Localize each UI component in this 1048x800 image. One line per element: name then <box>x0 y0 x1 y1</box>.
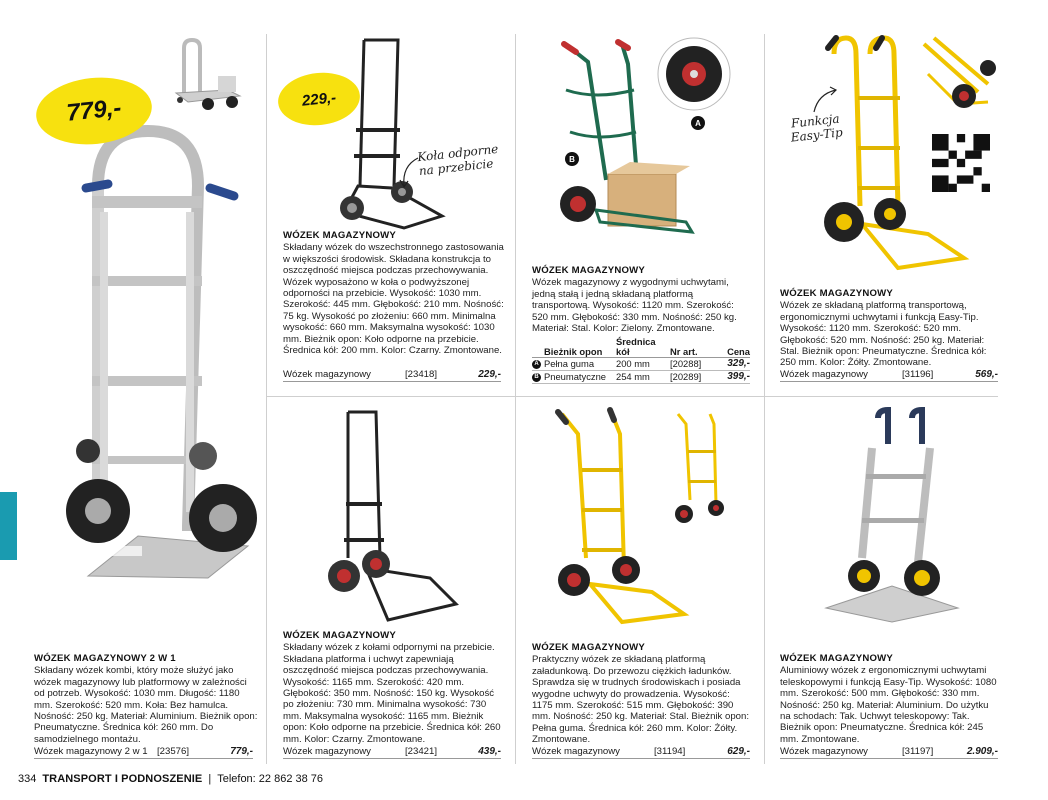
product-price: 229,- <box>478 369 501 380</box>
product-image-aluminium-trolley <box>824 406 960 623</box>
diameter-cell: 200 mm <box>616 357 670 372</box>
product-price: 779,- <box>230 746 253 757</box>
product-title: WÓZEK MAGAZYNOWY <box>532 265 645 276</box>
price-line[interactable]: Wózek magazynowy [31197] 2.909,- <box>780 746 998 759</box>
table-header: Bieżnik opon <box>544 337 616 359</box>
price-line[interactable]: Wózek magazynowy [23421] 439,- <box>283 746 501 759</box>
column-divider <box>266 34 267 764</box>
article-number: [20288] <box>670 357 720 372</box>
product-image-2in1-trolley <box>66 124 257 579</box>
product-description: Wózek ze składaną platformą transportową… <box>780 300 987 369</box>
article-number: [31197] <box>902 746 934 757</box>
price-line[interactable]: Wózek magazynowy [23418] 229,- <box>283 369 501 382</box>
wheel-variants-table: Bieżnik opon Średnica kół Nr art. Cena A… <box>532 337 750 385</box>
marker-b-icon: B <box>532 372 541 382</box>
product-description: Składany wózek kombi, który może służyć … <box>34 665 258 745</box>
marker-a-label: A <box>691 116 705 130</box>
table-header: Cena <box>720 337 750 359</box>
price-line-name: Wózek magazynowy <box>283 369 371 380</box>
price-line-name: Wózek magazynowy <box>780 369 868 380</box>
product-image-2in1-trolley-platform <box>174 37 242 110</box>
table-header: Średnica kół <box>616 337 670 359</box>
product-image-yellow-trolley-tipped <box>922 36 996 108</box>
product-title: WÓZEK MAGAZYNOWY <box>283 230 396 241</box>
price-line-name: Wózek magazynowy <box>283 746 371 757</box>
article-number: [23576] <box>157 746 190 757</box>
product-title: WÓZEK MAGAZYNOWY 2 W 1 <box>34 653 176 664</box>
product-image-black-foldable-trolley <box>340 38 446 230</box>
product-title: WÓZEK MAGAZYNOWY <box>532 642 645 653</box>
marker-a-icon: A <box>532 359 541 369</box>
product-card-2in1: WÓZEK MAGAZYNOWY 2 W 1 Składany wózek ko… <box>34 653 259 745</box>
product-price: 569,- <box>975 369 998 380</box>
tread-cell: Pełna guma <box>544 357 616 372</box>
product-title: WÓZEK MAGAZYNOWY <box>780 288 893 299</box>
page-footer: 334 TRANSPORT I PODNOSZENIE | Telefon: 2… <box>18 773 323 785</box>
price-line[interactable]: Wózek magazynowy 2 w 1 [23576] 779,- <box>34 746 253 759</box>
price-line[interactable]: Wózek magazynowy [31194] 629,- <box>532 746 750 759</box>
product-image-green-trolley <box>560 39 695 234</box>
product-card-green: WÓZEK MAGAZYNOWY Wózek magazynowy z wygo… <box>532 265 752 334</box>
row-divider <box>266 396 998 397</box>
price-line-name: Wózek magazynowy <box>532 746 620 757</box>
product-image-yellow-steel-trolley-small <box>675 413 724 523</box>
phone-number[interactable]: Telefon: 22 862 38 76 <box>217 773 324 785</box>
product-card-black-folding: WÓZEK MAGAZYNOWY Składany wózek z kołami… <box>283 630 503 745</box>
footer-separator: | <box>208 773 212 785</box>
article-number: [31194] <box>654 746 686 757</box>
price-line-name: Wózek magazynowy <box>780 746 868 757</box>
article-number: [20289] <box>670 370 720 385</box>
product-price: 2.909,- <box>966 746 998 757</box>
product-title: WÓZEK MAGAZYNOWY <box>780 653 893 664</box>
product-image-yellow-easytip-trolley <box>824 35 970 271</box>
product-description: Składany wózek z kołami odpornymi na prz… <box>283 642 501 745</box>
table-header: Nr art. <box>670 337 720 359</box>
column-divider <box>515 34 516 764</box>
tread-cell: Pneumatyczne <box>544 370 616 385</box>
annotation-arrow-icon <box>813 86 838 113</box>
article-number: [23418] <box>405 369 438 380</box>
page-number: 334 <box>18 773 37 785</box>
product-price: 399,- <box>720 370 750 385</box>
product-price: 629,- <box>727 746 750 757</box>
product-description: Składany wózek do wszechstronnego zastos… <box>283 242 504 357</box>
section-tab <box>0 492 17 560</box>
product-description: Wózek magazynowy z wygodnymi uchwytami, … <box>532 277 737 335</box>
product-card-aluminium: WÓZEK MAGAZYNOWY Aluminiowy wózek z ergo… <box>780 653 1000 745</box>
price-line[interactable]: Wózek magazynowy [31196] 569,- <box>780 369 998 382</box>
product-price: 439,- <box>478 746 501 757</box>
product-image-yellow-steel-trolley <box>555 407 690 625</box>
marker-b-label: B <box>565 152 579 166</box>
wheel-detail-image <box>657 37 731 111</box>
article-number: [31196] <box>902 369 934 380</box>
product-description: Aluminiowy wózek z ergonomicznymi uchwyt… <box>780 665 997 745</box>
qr-code-icon[interactable] <box>932 134 990 192</box>
product-description: Praktyczny wózek ze składaną platformą z… <box>532 654 750 746</box>
product-card-black-foldable: WÓZEK MAGAZYNOWY Składany wózek do wszec… <box>283 230 505 356</box>
column-divider <box>764 34 765 764</box>
price-line-name: Wózek magazynowy 2 w 1 <box>34 746 148 757</box>
product-title: WÓZEK MAGAZYNOWY <box>283 630 396 641</box>
section-title: TRANSPORT I PODNOSZENIE <box>42 773 203 785</box>
table-row[interactable]: A Pełna guma 200 mm [20288] 329,- <box>532 357 750 372</box>
table-row[interactable]: B Pneumatyczne 254 mm [20289] 399,- <box>532 370 750 385</box>
product-image-black-folding-trolley <box>328 410 459 622</box>
article-number: [23421] <box>405 746 438 757</box>
product-card-yellow-steel: WÓZEK MAGAZYNOWY Praktyczny wózek ze skł… <box>532 642 752 746</box>
diameter-cell: 254 mm <box>616 370 670 385</box>
product-price: 329,- <box>720 357 750 372</box>
annotation-arrow-icon <box>399 157 419 189</box>
product-card-yellow-easytip: WÓZEK MAGAZYNOWY Wózek ze składaną platf… <box>780 288 1000 369</box>
